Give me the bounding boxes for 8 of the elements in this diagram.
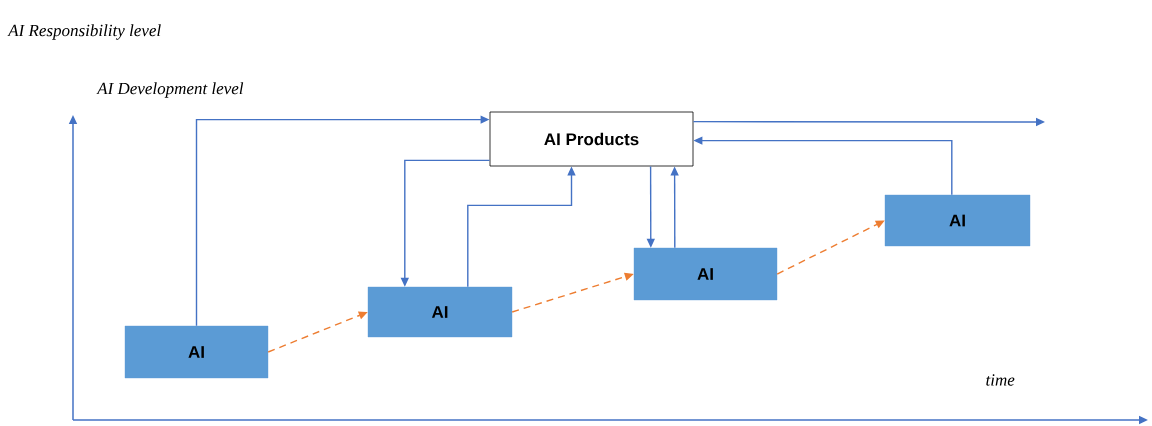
axis-label: AI Development level [96, 82, 244, 98]
process-box: AI [884, 194, 1031, 247]
product-box: AI Products [489, 111, 694, 167]
process-box: AI [367, 286, 513, 338]
axis-label: time [986, 374, 1015, 386]
axis-label: AI Responsibility level [7, 24, 161, 40]
process-box: AI [633, 247, 778, 301]
process-box: AI [124, 325, 269, 379]
